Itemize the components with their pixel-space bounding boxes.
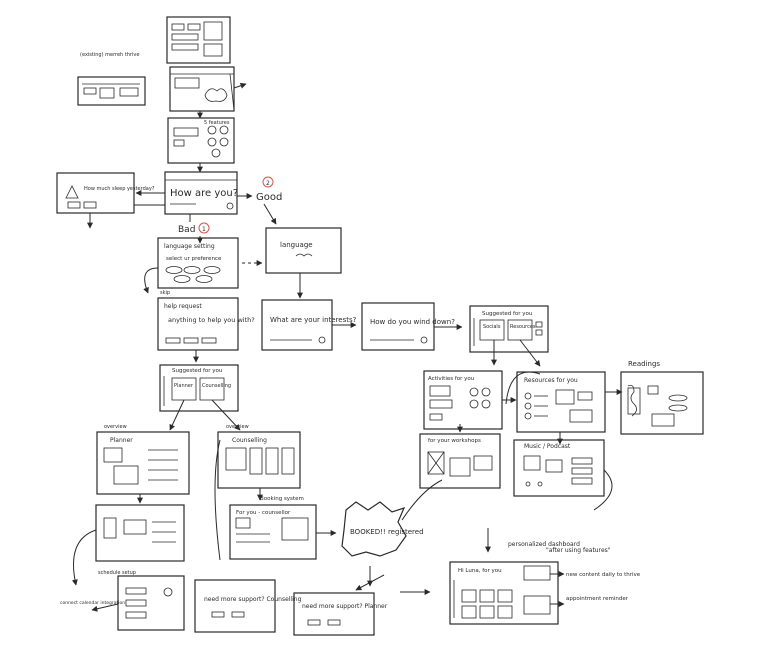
sync-label: connect calendar integration (60, 600, 125, 606)
screen-need-support-1: need more support? Counselling (194, 579, 302, 633)
booked-burst: BOOKED!! registered (341, 479, 443, 587)
marker-2: 2 (266, 180, 270, 187)
screen-wind-down: How do you wind down? (361, 302, 463, 351)
screen-suggested-right: Suggested for you Socials Resources (469, 305, 549, 367)
mood-popup-text: How much sleep yesterday? (84, 186, 155, 192)
skip-label: skip (160, 290, 170, 296)
good-label: Good (256, 192, 282, 203)
booked-text: BOOKED!! registered (350, 528, 424, 536)
new-content-label: new content daily to thrive (566, 572, 641, 578)
need-support-2-text: need more support? Planner (302, 603, 388, 610)
resources-label: Resources (510, 324, 536, 330)
stamps-label: 5 features (204, 120, 230, 126)
screen-planner-detail (71, 504, 185, 586)
language-title: language (280, 241, 313, 249)
for-you-counsellor-title: For you - counsellor (236, 510, 291, 516)
counselling-title: Counselling (232, 437, 267, 444)
need-support-1-text: need more support? Counselling (204, 596, 302, 603)
screen-music: Music / Podcast (513, 439, 613, 511)
how-are-you-text: How are you? (170, 188, 238, 199)
marker-1: 1 (202, 226, 206, 233)
screen-resources: Resources for you (516, 371, 623, 445)
connector-line (214, 439, 221, 561)
planner-tile: Planner (174, 383, 194, 389)
branch-good: 2 Good (237, 176, 282, 225)
suggested-left-title: Suggested for you (172, 368, 222, 374)
music-title: Music / Podcast (524, 443, 571, 450)
mood-popup: How much sleep yesterday? (56, 172, 165, 229)
screen-help-request: help request anything to help you with? (157, 297, 255, 363)
screen-workshops: for your workshops (419, 424, 501, 489)
counselling-tile: Counselling (202, 383, 231, 389)
screen-schedule: schedule setup connect calendar integrat… (60, 570, 185, 631)
suggested-right-title: Suggested for you (482, 311, 532, 317)
hi-luna-text: Hi Luna, for you (458, 568, 502, 574)
select-preference-text: select ur preference (166, 256, 222, 262)
screen-stamps: 5 features (167, 111, 235, 173)
existing-title: (existing) merreh thrive (80, 52, 139, 58)
branch-bad: 1 Bad (178, 214, 210, 244)
screen-activities: Activities for you (423, 370, 517, 430)
screen-how-are-you: How are you? (164, 171, 238, 215)
screen-need-support-2: need more support? Planner (293, 589, 431, 636)
screen-personalized-dashboard: personalized dashboard "after using feat… (449, 528, 641, 625)
schedule-label: schedule setup (98, 570, 136, 576)
personalized-label: personalized dashboard (508, 541, 580, 548)
screen-existing-home (166, 16, 231, 64)
wind-down-text: How do you wind down? (370, 318, 455, 326)
screen-existing-mental: (existing) merreh thrive (77, 52, 146, 106)
booking-system-label: Booking system (260, 496, 304, 502)
help-request-title: help request (164, 303, 202, 310)
workshops-title: for your workshops (428, 438, 481, 444)
anything-help-text: anything to help you with? (168, 316, 255, 324)
planner-overview-label: overview (104, 424, 127, 430)
socials-label: Socials (483, 324, 501, 330)
screen-counselling: overview Counselling Booking system (217, 424, 304, 502)
screen-existing-main (169, 66, 247, 112)
screen-for-you-counsellor: For you - counsellor (229, 504, 337, 560)
counselling-overview-label: overview (226, 424, 249, 430)
after-using-label: "after using features" (546, 547, 611, 554)
screen-language-setting: language setting select ur preference sk… (143, 237, 263, 296)
language-setting-title: language setting (164, 243, 215, 250)
screen-language: language (265, 227, 342, 299)
interests-text: What are your interests? (270, 316, 357, 324)
planner-title: Planner (110, 437, 133, 444)
resources-title: Resources for you (524, 377, 578, 384)
readings-title: Readings (628, 360, 660, 368)
activities-title: Activities for you (428, 376, 474, 382)
bad-label: Bad (178, 225, 195, 235)
screen-readings: Readings (620, 360, 704, 435)
screen-planner: overview Planner (96, 424, 190, 504)
screen-interests: What are your interests? (261, 299, 357, 351)
appointment-label: appointment reminder (566, 596, 629, 602)
connector-line (355, 574, 385, 591)
screen-suggested-left: Suggested for you Planner Counselling (159, 364, 241, 431)
connector-line (505, 371, 541, 405)
